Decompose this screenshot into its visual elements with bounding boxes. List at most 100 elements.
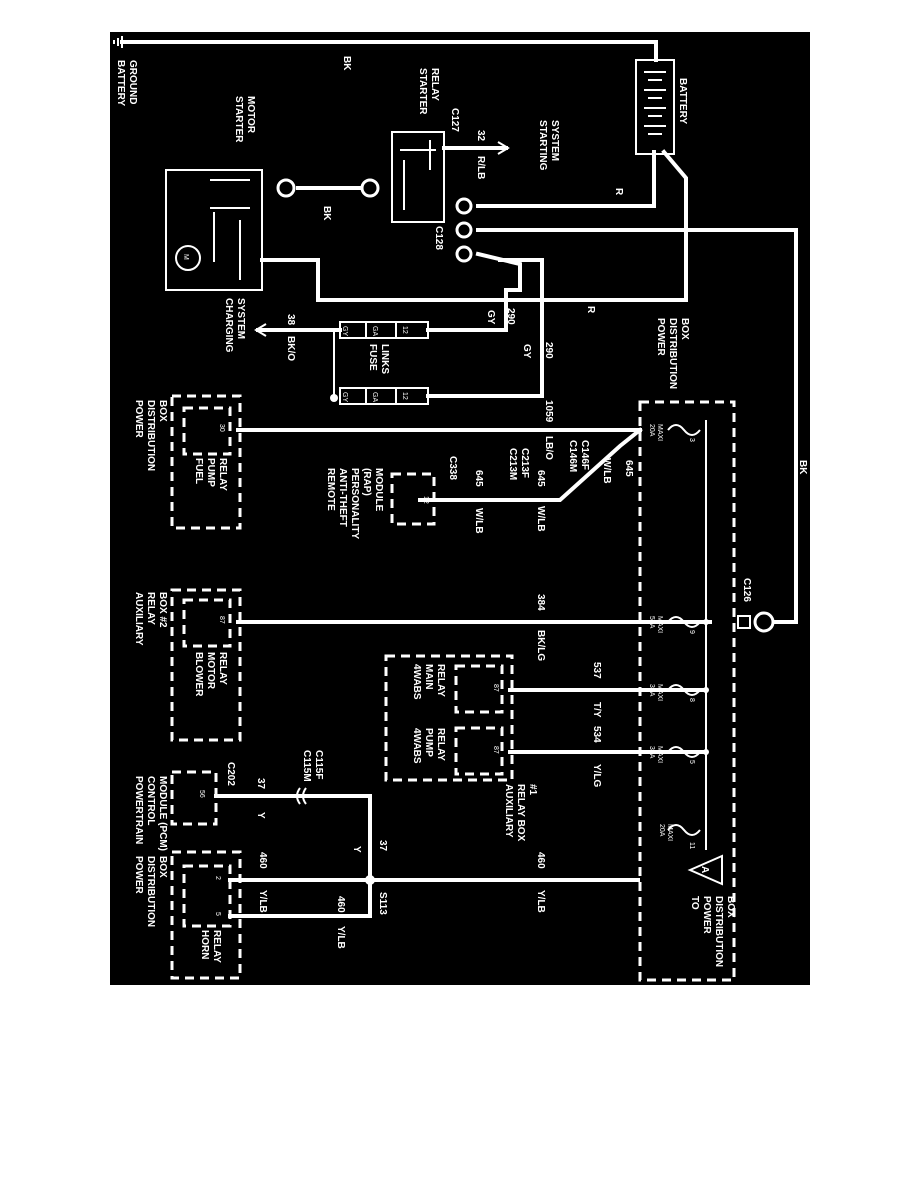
- label-12-b: 12: [401, 392, 408, 400]
- label-pin87-b: 87: [492, 684, 499, 692]
- label-ylb-b: Y/LB: [257, 890, 268, 913]
- label-battery: BATTERY: [677, 78, 688, 124]
- label-blower-3: RELAY: [217, 652, 228, 685]
- label-fuse5-a: 30A: [648, 746, 655, 759]
- label-aux-box2-2: RELAY: [145, 592, 156, 625]
- label-gy-b: GY: [341, 392, 348, 402]
- label-ga-a: GA: [371, 326, 378, 336]
- label-w534: 534: [591, 726, 602, 743]
- label-pin2: 2: [214, 876, 221, 880]
- label-w32: 32: [475, 130, 486, 142]
- label-pdb-left-3: BOX: [157, 400, 168, 422]
- label-starter-relay-1: STARTER: [417, 68, 428, 115]
- rap-box: [390, 472, 436, 526]
- label-motor-m: M: [182, 254, 189, 260]
- label-w645-b: 645: [535, 470, 546, 487]
- label-starter-relay-2: RELAY: [429, 68, 440, 101]
- label-fuse5-b: MAXI: [656, 746, 663, 763]
- label-w290-b: 290: [543, 342, 554, 359]
- label-starter-motor-2: MOTOR: [245, 96, 256, 134]
- label-rlb: R/LB: [475, 156, 486, 179]
- label-ylg: Y/LG: [591, 764, 602, 788]
- label-c115f: C115F: [313, 750, 324, 779]
- battery-symbol: [635, 59, 675, 155]
- label-aux-box2-3: BOX #2: [157, 592, 168, 628]
- label-12-a: 12: [401, 326, 408, 334]
- label-pdb-bottom-2: DISTRIBUTION: [145, 856, 156, 927]
- label-fuel-pump-relay-2: PUMP: [205, 458, 216, 487]
- aux-relay-box2: [170, 588, 242, 742]
- label-c338: C338: [447, 456, 458, 480]
- label-w537: 537: [591, 662, 602, 679]
- label-pcm-1: POWERTRAIN: [133, 776, 144, 844]
- label-pdb-top-3: BOX: [679, 318, 690, 340]
- diagram-panel: [110, 32, 810, 985]
- label-aux-box2-1: AUXILIARY: [133, 592, 144, 646]
- text-labels: BATTERY GROUND BATTERY BK STARTER RELAY …: [115, 56, 808, 967]
- blower-relay-box: [182, 598, 232, 648]
- label-ylb-c: Y/LB: [335, 926, 346, 949]
- label-to-pdb-2: POWER: [701, 896, 712, 935]
- component-boxes: [170, 394, 736, 982]
- label-blower-1: BLOWER: [193, 652, 204, 697]
- label-connector-a: A: [699, 866, 710, 873]
- label-pin87-c: 87: [492, 746, 499, 754]
- splice-s113: [365, 875, 375, 885]
- label-fuse3-b: MAXI: [656, 424, 663, 441]
- label-fuse3-num: 3: [688, 438, 695, 442]
- label-y-a: Y: [255, 812, 266, 819]
- label-w645-c: 645: [473, 470, 484, 487]
- label-horn-relay-2: RELAY: [211, 930, 222, 963]
- label-c202: C202: [225, 762, 236, 786]
- label-pdb-top-1: POWER: [655, 318, 666, 357]
- label-gy-w1: GY: [485, 310, 496, 325]
- label-pdb-bottom-1: POWER: [133, 856, 144, 895]
- label-to-pdb-3: DISTRIBUTION: [713, 896, 724, 967]
- label-w37-b: 37: [377, 840, 388, 852]
- label-rap-1: REMOTE: [325, 468, 336, 511]
- label-c126: C126: [741, 578, 752, 602]
- label-pdb-left-1: POWER: [133, 400, 144, 439]
- starter-relay-symbol: [360, 131, 473, 263]
- label-s113: S113: [377, 892, 388, 915]
- label-ty: T/Y: [591, 702, 602, 718]
- label-aux-box1-3: #1: [527, 784, 538, 796]
- label-abs-main-1: 4WABS: [411, 664, 422, 700]
- label-pdb-left-2: DISTRIBUTION: [145, 400, 156, 471]
- label-pdb-bottom-3: BOX: [157, 856, 168, 878]
- label-bklg: BK/LG: [535, 630, 546, 661]
- label-w37-a: 37: [255, 778, 266, 790]
- label-wlb-a: W/LB: [601, 458, 612, 484]
- label-fuse8-a: 30A: [648, 684, 655, 697]
- wires: [120, 40, 798, 918]
- label-r-lower: R: [585, 306, 596, 314]
- ground-symbol: [113, 36, 123, 48]
- label-rap-4: (RAP): [361, 468, 372, 496]
- label-pcm-2: CONTROL: [145, 776, 156, 825]
- label-pin5: 5: [214, 912, 221, 916]
- label-pin56: 56: [198, 790, 205, 798]
- label-fuse8-num: 8: [688, 698, 695, 702]
- aux-relay-box1: [384, 654, 514, 782]
- label-wlb-c: W/LB: [473, 508, 484, 534]
- label-fuse-links-1: FUSE: [367, 344, 378, 371]
- label-c128: C128: [433, 226, 444, 250]
- label-fuse11-b: MAXI: [666, 824, 673, 841]
- label-w460-c: 460: [335, 896, 346, 913]
- label-pin87-a: 87: [218, 616, 225, 624]
- label-battery-ground-2: GROUND: [127, 60, 138, 104]
- label-w460-b: 460: [257, 852, 268, 869]
- label-bk-starter: BK: [321, 206, 332, 221]
- label-w460-a: 460: [535, 852, 546, 869]
- fuses: [667, 424, 709, 836]
- abs-main-relay-box: [454, 664, 504, 714]
- label-rap-3: PERSONALITY: [349, 468, 360, 539]
- label-c127: C127: [449, 108, 460, 132]
- label-fuse9-b: MAXI: [656, 616, 663, 633]
- label-fuse11-num: 11: [688, 842, 695, 849]
- label-pin30: 30: [218, 424, 225, 432]
- label-lbo: LB/O: [543, 436, 554, 460]
- label-r-upper: R: [613, 188, 624, 196]
- label-w38: 38: [285, 314, 296, 326]
